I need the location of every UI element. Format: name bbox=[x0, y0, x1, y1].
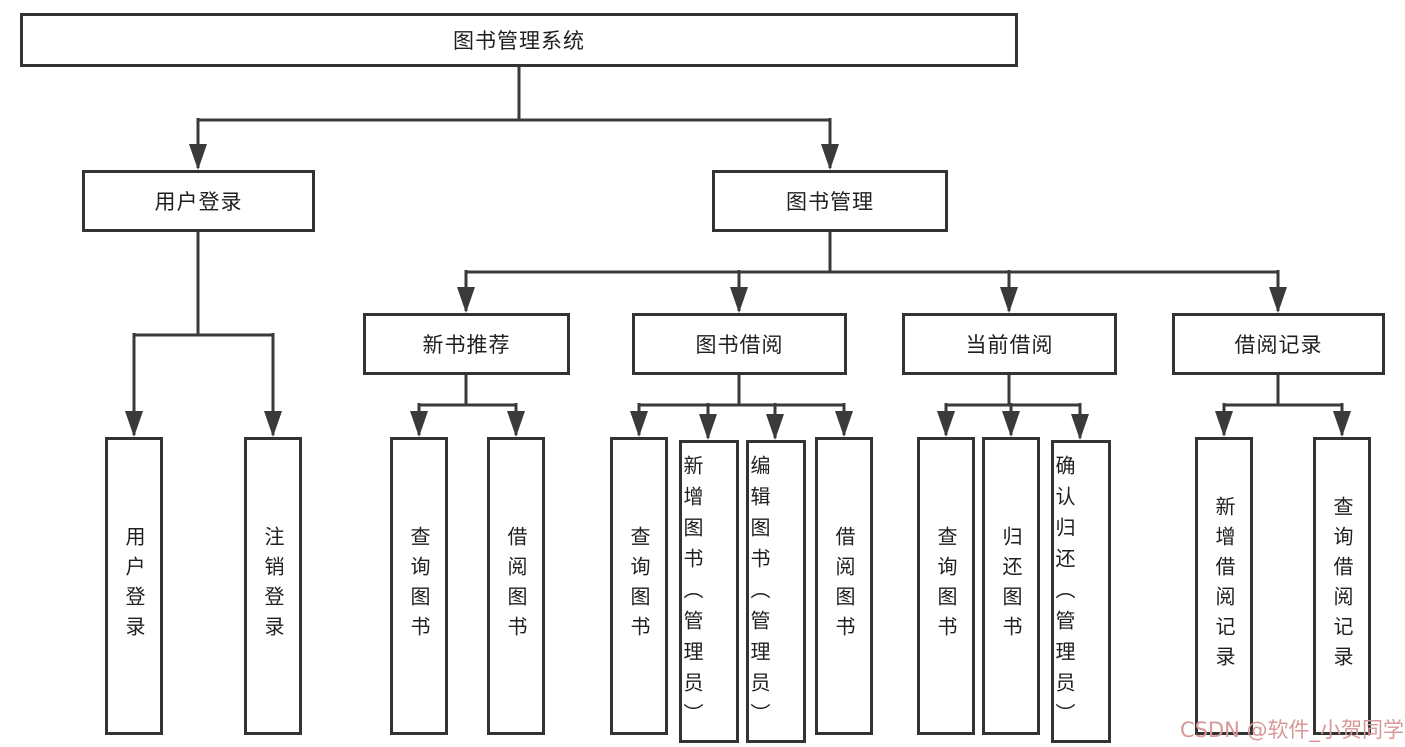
leaf-label: 注销登录 bbox=[261, 526, 285, 646]
node-label: 用户登录 bbox=[154, 190, 243, 214]
leaf-logout: 注销登录 bbox=[244, 437, 302, 735]
node-book-borrowing: 图书借阅 bbox=[632, 313, 847, 375]
leaf-label: 归还图书 bbox=[999, 526, 1023, 646]
leaf-add-books-admin: 新增图书（管理员） bbox=[679, 440, 739, 743]
node-user-login: 用户登录 bbox=[82, 170, 315, 232]
leaf-label: 查询图书 bbox=[934, 526, 958, 646]
leaf-label: 借阅图书 bbox=[832, 526, 856, 646]
leaf-query-books-3: 查询图书 bbox=[917, 437, 975, 735]
node-label: 图书管理系统 bbox=[453, 29, 585, 53]
leaf-label: 查询图书 bbox=[627, 526, 651, 646]
leaf-label: 借阅图书 bbox=[504, 526, 528, 646]
leaf-user-login: 用户登录 bbox=[105, 437, 163, 735]
node-book-management: 图书管理 bbox=[712, 170, 948, 232]
leaf-label: 查询借阅记录 bbox=[1330, 496, 1354, 676]
leaf-query-books-2: 查询图书 bbox=[610, 437, 668, 735]
node-label: 新书推荐 bbox=[422, 333, 511, 357]
leaf-edit-books-admin: 编辑图书（管理员） bbox=[746, 440, 806, 743]
node-borrowing-records: 借阅记录 bbox=[1172, 313, 1385, 375]
leaf-label: 确认归还（管理员） bbox=[1052, 454, 1076, 734]
leaf-label: 新增借阅记录 bbox=[1212, 496, 1236, 676]
leaf-query-books-1: 查询图书 bbox=[390, 437, 448, 735]
leaf-borrow-books-2: 借阅图书 bbox=[815, 437, 873, 735]
node-label: 当前借阅 bbox=[965, 333, 1054, 357]
leaf-confirm-return-admin: 确认归还（管理员） bbox=[1051, 440, 1111, 743]
leaf-label: 查询图书 bbox=[407, 526, 431, 646]
leaf-label: 编辑图书（管理员） bbox=[747, 454, 771, 734]
node-label: 借阅记录 bbox=[1234, 333, 1323, 357]
leaf-query-borrow-record: 查询借阅记录 bbox=[1313, 437, 1371, 735]
leaf-add-borrow-record: 新增借阅记录 bbox=[1195, 437, 1253, 735]
leaf-borrow-books-1: 借阅图书 bbox=[487, 437, 545, 735]
csdn-watermark: CSDN @软件_小贺同学 bbox=[1180, 718, 1405, 742]
node-current-borrowing: 当前借阅 bbox=[902, 313, 1117, 375]
node-new-book-recommendation: 新书推荐 bbox=[363, 313, 570, 375]
node-label: 图书管理 bbox=[786, 190, 874, 214]
node-library-management-system: 图书管理系统 bbox=[20, 13, 1018, 67]
leaf-return-books: 归还图书 bbox=[982, 437, 1040, 735]
node-label: 图书借阅 bbox=[695, 333, 784, 357]
leaf-label: 新增图书（管理员） bbox=[680, 454, 704, 734]
leaf-label: 用户登录 bbox=[122, 526, 146, 646]
